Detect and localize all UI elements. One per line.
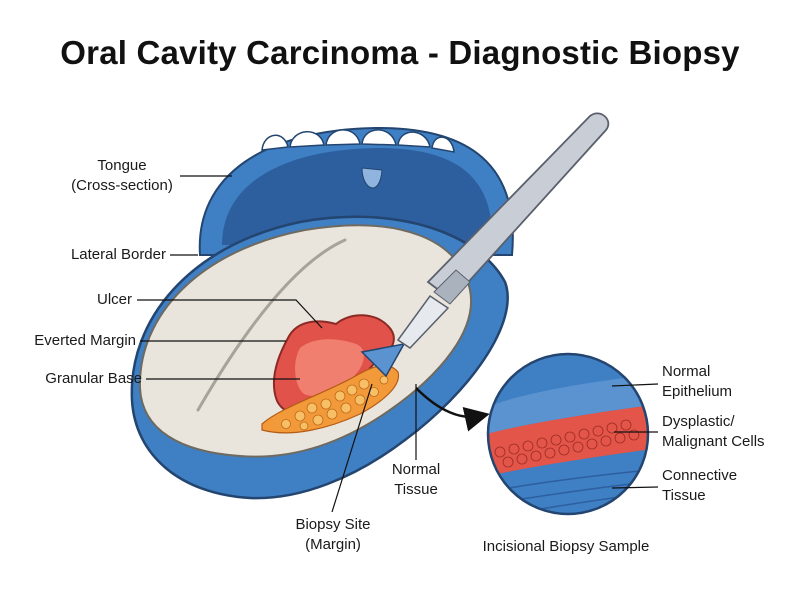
connective-tissue-label: Connective Tissue xyxy=(662,466,792,506)
dysplastic-cells-label-line1: Dysplastic/ xyxy=(662,413,735,430)
biopsy-site-label: Biopsy Site (Margin) xyxy=(278,515,388,555)
scalpel xyxy=(396,112,610,349)
dysplastic-cells-label: Dysplastic/ Malignant Cells xyxy=(662,412,796,452)
biopsy-site-label-line1: Biopsy Site xyxy=(295,516,371,533)
tongue-label-line2: (Cross-section) xyxy=(71,177,173,194)
biopsy-site-label-line2: (Margin) xyxy=(305,536,361,553)
upper-teeth xyxy=(261,129,455,153)
ulcer-lesion xyxy=(261,314,406,434)
connective-tissue-label-line2: Tissue xyxy=(662,487,706,504)
ulcer-label: Ulcer xyxy=(96,291,132,308)
normal-tissue-label-line2: Tissue xyxy=(394,481,438,498)
connective-tissue-label-line1: Connective xyxy=(662,467,738,484)
normal-epithelium-label: Normal Epithelium xyxy=(662,362,792,402)
normal-epithelium-label-line1: Normal xyxy=(662,363,711,380)
normal-tissue-label-line1: Normal xyxy=(391,461,441,478)
lateral-border-label: Lateral Border xyxy=(70,246,166,263)
mouth-cavity xyxy=(198,126,514,256)
dysplastic-cells-label-line2: Malignant Cells xyxy=(662,433,765,450)
granular-base-label: Granular Base xyxy=(45,370,142,387)
everted-margin-label: Everted Margin xyxy=(34,332,136,349)
sample-caption: Incisional Biopsy Sample xyxy=(482,538,650,555)
tongue-label-line1: Tongue xyxy=(97,157,147,174)
leader-lines xyxy=(137,175,659,513)
normal-tissue-label: Normal Tissue xyxy=(376,460,456,500)
page-title: Oral Cavity Carcinoma - Diagnostic Biops… xyxy=(60,34,740,71)
tongue-label: Tongue (Cross-section) xyxy=(62,156,182,196)
biopsy-sample-circle xyxy=(486,352,650,516)
sample-arrow xyxy=(415,387,490,432)
normal-epithelium-label-line2: Epithelium xyxy=(662,383,733,400)
